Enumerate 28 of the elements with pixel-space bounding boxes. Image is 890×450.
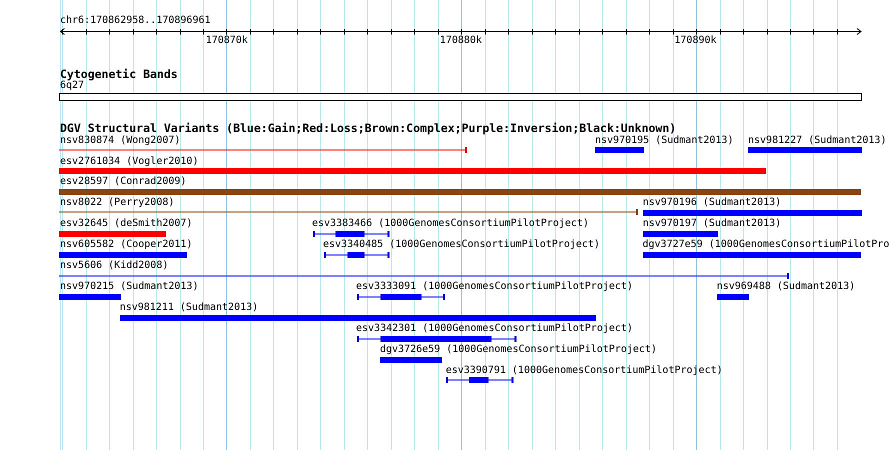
variant-label: esv3342301 (1000GenomesConsortiumPilotProject) (356, 323, 633, 336)
variant-label: dgv3727e59 (1000GenomesConsortiumPilotPro (642, 239, 890, 252)
axis-tick-label: 170890k (674, 35, 717, 47)
variant-label: esv2761034 (Vogler2010) (60, 156, 198, 168)
track-title: DGV Structural Variants (Blue:Gain;Red:Loss;Brown:Complex;Purple:Inversion;Black:Unknown) (60, 120, 676, 135)
track-title: Cytogenetic Bands (60, 67, 178, 81)
variant-label: nsv8022 (Perry2008) (60, 197, 174, 210)
variant-label: nsv970215 (Sudmant2013) (60, 280, 198, 293)
variant-label: nsv970197 (Sudmant2013) (642, 218, 782, 230)
variant-label: nsv969488 (Sudmant2013) (716, 280, 856, 293)
variant-label: nsv970196 (Sudmant2013) (642, 197, 782, 210)
variant-label: nsv5606 (Kidd2008) (60, 260, 168, 272)
axis-tick-label: 170870k (206, 35, 248, 47)
variant-label: nsv830874 (Wong2007) (60, 134, 180, 147)
variant-label: esv3390791 (1000GenomesConsortiumPilotProject) (446, 364, 723, 377)
variant-label: nsv981211 (Sudmant2013) (120, 302, 258, 314)
variant-label: esv3333091 (1000GenomesConsortiumPilotProject) (356, 280, 633, 293)
band-label: 6q27 (60, 80, 84, 92)
variant-label: esv3383466 (1000GenomesConsortiumPilotProject) (312, 218, 589, 230)
variant-label: nsv605582 (Cooper2011) (60, 239, 192, 252)
variant-label: esv28597 (Conrad2009) (60, 176, 186, 188)
axis-tick-label: 170880k (440, 35, 482, 47)
variant-label: dgv3726e59 (1000GenomesConsortiumPilotProject) (380, 344, 657, 356)
variant-label: esv32645 (deSmith2007) (60, 218, 192, 230)
region-label: chr6:170862958..170896961 (60, 15, 211, 27)
variant-label: esv3340485 (1000GenomesConsortiumPilotProject) (323, 239, 600, 252)
variant-label: nsv981227 (Sudmant2013) (748, 134, 886, 147)
variant-label: nsv970195 (Sudmant2013) (595, 134, 734, 147)
